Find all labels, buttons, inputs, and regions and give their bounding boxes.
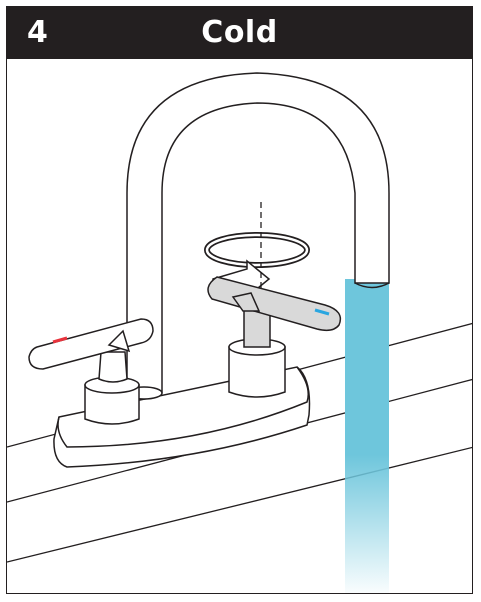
hot-handle: [28, 318, 154, 425]
faucet-illustration: [7, 72, 472, 593]
water-stream: [345, 279, 389, 593]
step-number: 4: [27, 15, 48, 50]
instruction-panel: 4 Cold: [6, 6, 473, 594]
cold-handle: [207, 276, 342, 398]
step-title: Cold: [201, 15, 278, 50]
step-header: 4 Cold: [7, 7, 472, 59]
